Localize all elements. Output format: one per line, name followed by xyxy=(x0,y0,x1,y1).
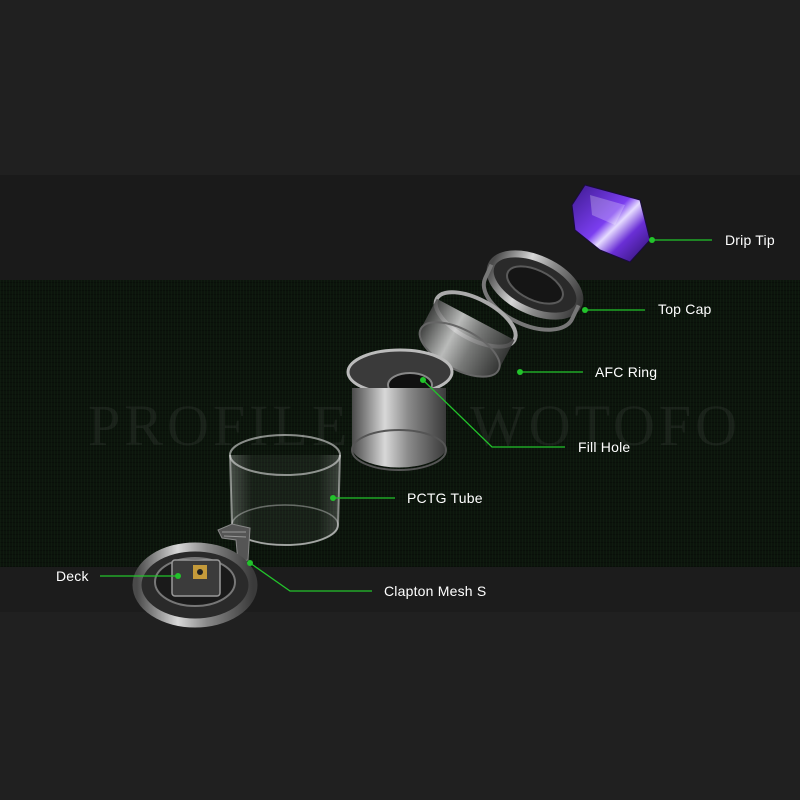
deck-part xyxy=(132,542,258,628)
top-cap-part xyxy=(481,250,584,332)
label-clapton-mesh: Clapton Mesh S xyxy=(384,583,487,599)
background-band-textured xyxy=(0,280,800,567)
label-afc-ring: AFC Ring xyxy=(595,364,658,380)
background-band-bottom xyxy=(0,612,800,800)
leader-lines xyxy=(100,237,712,592)
label-top-cap: Top Cap xyxy=(658,301,712,317)
label-drip-tip: Drip Tip xyxy=(725,232,775,248)
label-pctg-tube: PCTG Tube xyxy=(407,490,483,506)
drip-tip-part xyxy=(571,184,651,263)
watermark-profile: PROFILE xyxy=(88,393,352,458)
label-fill-hole: Fill Hole xyxy=(578,439,631,455)
afc-ring-part xyxy=(418,290,518,378)
label-deck: Deck xyxy=(56,568,89,584)
background-band-top xyxy=(0,0,800,175)
background-band-middle xyxy=(0,175,800,280)
chamber-part xyxy=(346,348,454,471)
